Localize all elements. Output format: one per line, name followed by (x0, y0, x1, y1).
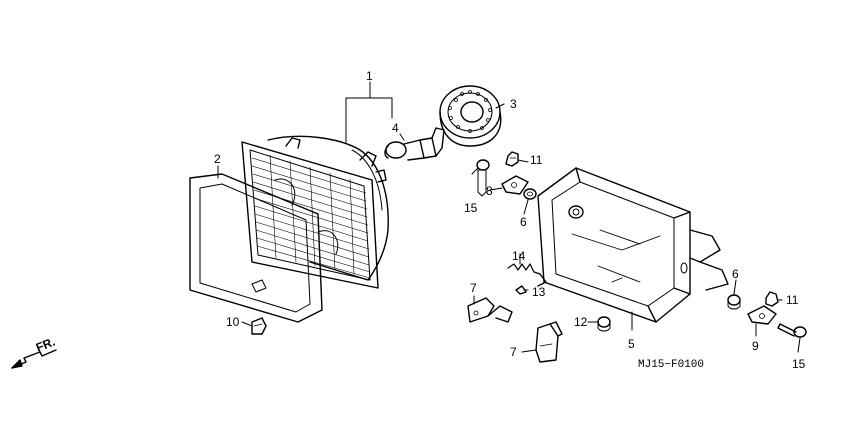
front-direction-arrow (11, 349, 57, 369)
callout-4: 4 (392, 121, 399, 135)
callout-3: 3 (510, 97, 517, 111)
callout-6-upper: 6 (520, 215, 527, 229)
nut-upper (505, 151, 519, 167)
callout-10: 10 (226, 315, 240, 329)
cap-12 (597, 316, 611, 332)
callout-13: 13 (532, 285, 546, 299)
callout-12: 12 (574, 315, 588, 329)
dust-cover (439, 85, 502, 147)
front-direction-label: FR. (34, 335, 57, 355)
collar-lower (727, 294, 741, 310)
callout-14: 14 (512, 249, 526, 263)
headlight-unit (241, 135, 389, 289)
callout-2: 2 (214, 152, 221, 166)
diagram-code: MJ15−F0100 (638, 359, 704, 371)
callout-9: 9 (752, 339, 759, 353)
spring (507, 263, 547, 287)
callout-11-lower: 11 (786, 293, 799, 307)
callout-8: 8 (486, 184, 493, 198)
callout-7-left: 7 (470, 281, 477, 295)
plate-upper (501, 175, 529, 195)
headlight-case (537, 167, 729, 323)
callout-15-upper: 15 (464, 201, 478, 215)
screw-13 (515, 285, 527, 295)
nut-lower (765, 291, 779, 307)
bolt-upper (476, 159, 490, 197)
collar-upper (523, 188, 537, 200)
callout-5: 5 (628, 337, 635, 351)
screw-10 (251, 317, 267, 335)
bulb (384, 127, 445, 161)
callout-11-upper: 11 (530, 153, 543, 167)
callout-6-lower: 6 (732, 267, 739, 281)
bolt-lower (777, 323, 807, 338)
callout-15-lower: 15 (792, 357, 806, 371)
headlight-rim (189, 173, 323, 323)
callout-1: 1 (366, 69, 373, 83)
leader-lines (217, 81, 801, 353)
bracket-lower (535, 321, 563, 363)
callout-7-lower: 7 (510, 345, 517, 359)
plate-lower (747, 305, 777, 325)
bracket-left (467, 297, 513, 323)
